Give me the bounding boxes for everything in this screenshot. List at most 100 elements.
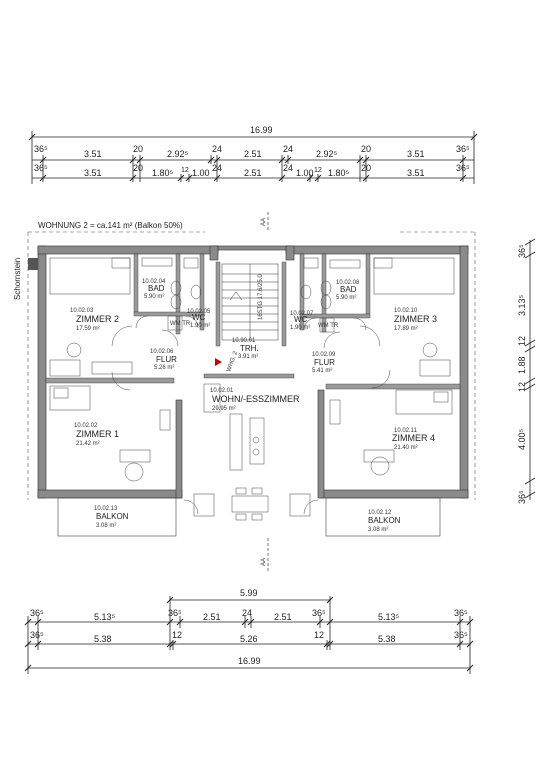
svg-text:5.90 m²: 5.90 m² xyxy=(336,295,356,301)
right-dimension-line xyxy=(524,238,536,500)
dim-label: 20 xyxy=(361,144,371,154)
room-zimmer3: 10.02.10 ZIMMER 3 17.89 m² xyxy=(394,308,437,332)
room-bad-left: 10.02.04 BAD 5.90 m² xyxy=(142,279,166,300)
apartment-header: WOHNUNG 2 = ca.141 m² (Balkon 50%) xyxy=(38,221,183,230)
dim-label: 36⁵ xyxy=(168,608,182,618)
svg-text:5.90 m²: 5.90 m² xyxy=(144,294,164,300)
dim-label: 20 xyxy=(133,144,143,154)
dim-label: 12 xyxy=(314,167,322,174)
svg-text:10.02.05: 10.02.05 xyxy=(187,309,211,315)
bottom-mid-total-dim: 5.99 xyxy=(240,588,258,598)
svg-text:17.59 m²: 17.59 m² xyxy=(76,326,100,332)
svg-text:10.02.11: 10.02.11 xyxy=(394,428,418,434)
schornstein-label: Schornstein xyxy=(13,258,22,300)
svg-text:TRH.: TRH. xyxy=(240,344,259,353)
svg-text:1.90 m²: 1.90 m² xyxy=(190,323,210,329)
right-dim-labels: 36⁵ 3.13⁵ 12 1.88 12 4.00⁵ 36⁵ xyxy=(517,244,527,504)
bottom-dimension-ticks xyxy=(24,596,474,672)
dim-label: 4.00⁵ xyxy=(517,428,527,450)
svg-text:ZIMMER 3: ZIMMER 3 xyxy=(394,314,437,324)
bottom-dimension-lines xyxy=(27,596,471,674)
room-wc-right: 10.02.07 WC 1.90 m² WM TR xyxy=(290,311,339,331)
chimney xyxy=(28,258,38,270)
top-dim-row1: 36⁵ 3.51 20 2.92⁵ 24 2.51 24 2.92⁵ 20 3.… xyxy=(34,144,470,159)
svg-text:ZIMMER 4: ZIMMER 4 xyxy=(392,433,435,443)
svg-text:10.02.13: 10.02.13 xyxy=(94,506,118,512)
dim-label: 36⁵ xyxy=(517,244,527,258)
dim-label: 12 xyxy=(172,630,182,640)
svg-text:10.02.03: 10.02.03 xyxy=(70,308,94,314)
dim-label: 36⁵ xyxy=(312,608,326,618)
svg-text:21.40 m²: 21.40 m² xyxy=(394,445,418,451)
svg-text:10.02.08: 10.02.08 xyxy=(336,280,360,286)
room-wohnen: 10.02.01 WOHN/-ESSZIMMER 29.95 m² xyxy=(210,388,300,412)
dim-label: 5.13⁵ xyxy=(94,612,116,622)
furniture xyxy=(49,257,455,521)
section-mark-top: AA xyxy=(261,218,267,226)
svg-text:5.41 m²: 5.41 m² xyxy=(312,368,332,374)
dim-label: 20 xyxy=(361,163,371,173)
dim-label: 2.92⁵ xyxy=(167,149,189,159)
svg-text:10.02.01: 10.02.01 xyxy=(210,388,234,394)
dim-label: 36⁵ xyxy=(34,144,48,154)
svg-text:21.42 m²: 21.42 m² xyxy=(76,441,100,447)
dim-label: 24 xyxy=(283,144,293,154)
dim-label: 1.80⁵ xyxy=(152,168,174,178)
dim-label: 1.88 xyxy=(517,356,527,374)
dim-label: 12 xyxy=(314,630,324,640)
svg-text:BALKON: BALKON xyxy=(96,512,129,521)
dim-label: 24 xyxy=(212,144,222,154)
room-trh: 10.90.01 TRH. 3.91 m² xyxy=(232,338,259,360)
wm-tr-left: WM TR xyxy=(170,321,191,327)
dim-label: 36⁵ xyxy=(30,608,44,618)
dim-label: 3.51 xyxy=(84,149,102,159)
svg-text:BAD: BAD xyxy=(340,285,357,294)
room-bad-right: 10.02.08 BAD 5.90 m² xyxy=(336,280,360,301)
svg-text:ZIMMER 1: ZIMMER 1 xyxy=(76,429,119,439)
dim-label: 5.13⁵ xyxy=(378,612,400,622)
dim-label: 24 xyxy=(242,608,252,618)
dim-label: 24 xyxy=(212,163,222,173)
dim-label: 36⁵ xyxy=(34,163,48,173)
interior-walls xyxy=(45,253,461,390)
svg-text:10.02.04: 10.02.04 xyxy=(142,279,166,285)
section-mark-bottom: AA xyxy=(261,558,267,566)
room-zimmer1: 10.02.02 ZIMMER 1 21.42 m² xyxy=(74,423,119,447)
dim-label: 5.38 xyxy=(94,634,112,644)
svg-text:1.90 m²: 1.90 m² xyxy=(290,325,310,331)
svg-text:3.91 m²: 3.91 m² xyxy=(238,354,258,360)
dim-label: 36⁵ xyxy=(454,630,468,640)
staircase xyxy=(221,263,279,341)
dim-label: 2.51 xyxy=(203,612,221,622)
top-total-dim: 16.99 xyxy=(250,125,273,135)
bottom-dim-row1: 36⁵ 5.13⁵ 36⁵ 2.51 24 2.51 36⁵ 5.13⁵ 36⁵ xyxy=(30,608,468,622)
dim-label: 2.51 xyxy=(274,612,292,622)
room-wc-left: 10.02.05 WC 1.90 m² WM TR xyxy=(170,309,211,329)
bottom-total-dim: 16.99 xyxy=(238,656,261,666)
svg-text:WC: WC xyxy=(192,313,206,322)
svg-text:WC: WC xyxy=(294,315,308,324)
dim-label: 3.13⁵ xyxy=(517,294,527,316)
svg-text:10.02.06: 10.02.06 xyxy=(150,349,174,355)
svg-text:FLUR: FLUR xyxy=(314,358,335,367)
svg-text:29.95 m²: 29.95 m² xyxy=(212,406,236,412)
svg-text:10.02.10: 10.02.10 xyxy=(394,308,418,314)
dim-label: 2.51 xyxy=(244,168,262,178)
stair-label: 16STG 17.6/25.0 xyxy=(258,274,264,320)
svg-text:10.02.12: 10.02.12 xyxy=(368,510,392,516)
dim-label: 5.26 xyxy=(240,634,258,644)
svg-text:3.08 m²: 3.08 m² xyxy=(368,527,388,533)
room-flur-right: 10.02.09 FLUR 5.41 m² xyxy=(312,352,336,374)
top-dimension-ticks xyxy=(28,133,478,182)
wm-tr-right: WM TR xyxy=(318,323,339,329)
svg-text:BALKON: BALKON xyxy=(368,516,401,525)
svg-text:WOHN/-ESSZIMMER: WOHN/-ESSZIMMER xyxy=(212,394,300,404)
dim-label: 1.80⁵ xyxy=(328,168,350,178)
svg-text:3.08 m²: 3.08 m² xyxy=(96,523,116,529)
dim-label: 1.00 xyxy=(296,168,314,178)
dim-label: 5.38 xyxy=(378,634,396,644)
dim-label: 24 xyxy=(283,163,293,173)
dim-label: 36⁵ xyxy=(456,144,470,154)
room-balkon-left: 10.02.13 BALKON 3.08 m² xyxy=(94,506,129,529)
